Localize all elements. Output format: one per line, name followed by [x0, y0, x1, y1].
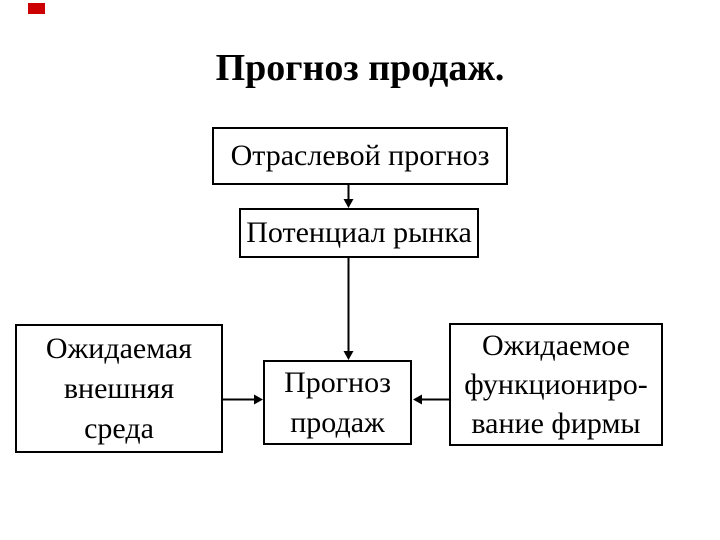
- box-label: Отраслевой прогноз: [230, 139, 490, 172]
- box-label: Потенциал рынка: [246, 216, 472, 249]
- page-title: Прогноз продаж.: [215, 47, 505, 89]
- box-external-environment: Ожидаемая внешняя среда: [15, 324, 223, 453]
- box-sales-forecast: Прогноз продаж: [263, 360, 412, 445]
- box-label-line: функциониро-: [464, 368, 648, 401]
- box-industry-forecast: Отраслевой прогноз: [212, 127, 508, 185]
- arrow-market-to-sales: [343, 258, 354, 360]
- arrowhead-right-icon: [254, 394, 263, 405]
- box-firm-functioning: Ожидаемое функциониро- вание фирмы: [449, 323, 663, 446]
- arrow-industry-to-market: [343, 185, 354, 208]
- red-marker: [28, 3, 45, 14]
- arrowhead-left-icon: [413, 394, 422, 405]
- box-label-line: внешняя: [63, 371, 175, 405]
- box-label-line: среда: [84, 411, 154, 445]
- arrowhead-down-icon: [343, 351, 354, 360]
- box-label-line: продаж: [290, 405, 385, 439]
- box-label-line: Ожидаемая: [45, 331, 193, 365]
- box-label-line: Прогноз: [284, 365, 391, 399]
- arrow-firm-to-sales: [413, 394, 449, 405]
- arrowhead-down-icon: [343, 199, 354, 208]
- box-market-potential: Потенциал рынка: [239, 208, 479, 258]
- box-label-line: Ожидаемое: [481, 329, 630, 362]
- box-label-line: вание фирмы: [471, 407, 641, 440]
- arrow-environment-to-sales: [223, 394, 263, 405]
